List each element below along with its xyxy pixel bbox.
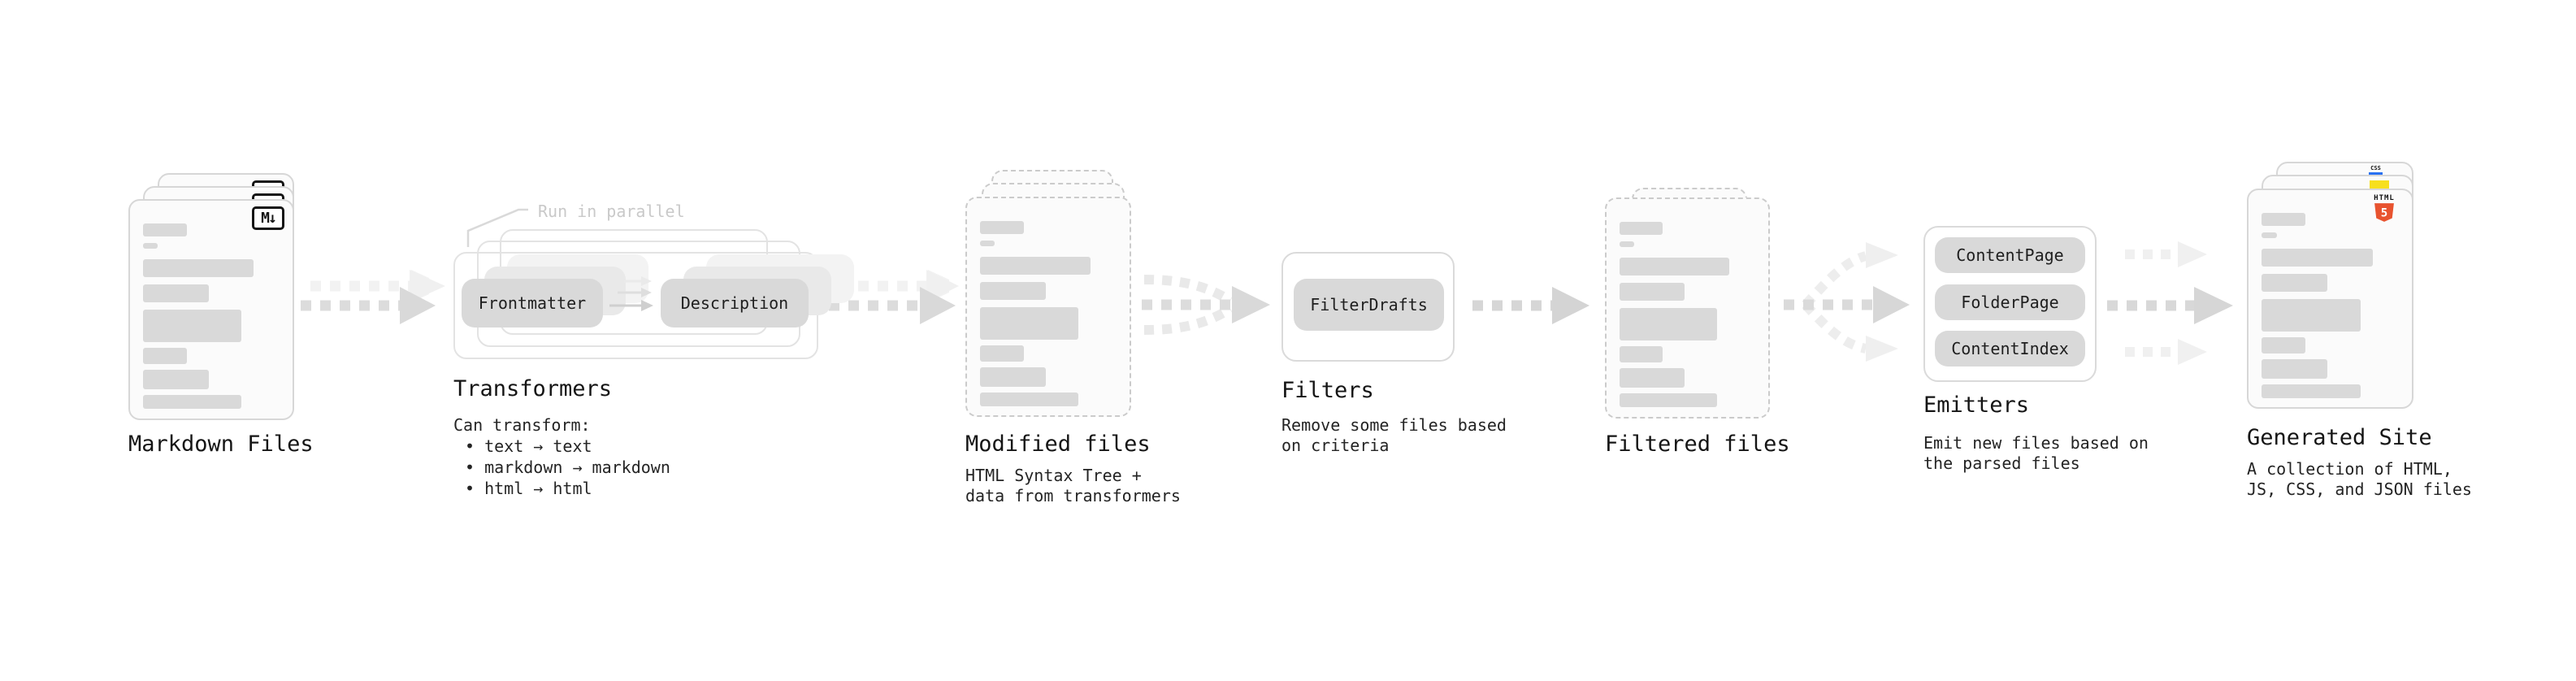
stage-label-emitters: Emitters xyxy=(1923,393,2030,418)
filters-desc-line-2: on criteria xyxy=(1281,436,1390,455)
modified-file-card xyxy=(965,197,1131,417)
flow-arrow-emitters-to-generated xyxy=(2107,241,2233,365)
stage-generated-site: CSS HTML 5 xyxy=(2247,162,2413,409)
node-contentindex: ContentIndex xyxy=(1935,331,2085,367)
transform-arrows xyxy=(609,276,653,311)
flow-arrow-transformers-to-modified xyxy=(829,270,959,324)
transformers-bullet-2: • markdown → markdown xyxy=(465,458,670,477)
generated-desc-line-1: A collection of HTML, xyxy=(2247,459,2452,479)
markdown-icon: M↓ xyxy=(252,206,284,230)
stage-label-filters: Filters xyxy=(1281,378,1374,403)
run-in-parallel-bracket xyxy=(466,208,528,247)
markdown-file-card: M↓ xyxy=(128,199,294,420)
transformers-bullet-3: • html → html xyxy=(465,479,592,498)
html5-icon: HTML 5 xyxy=(2368,194,2400,223)
stage-filtered-files xyxy=(1605,188,1770,419)
node-filterdrafts: FilterDrafts xyxy=(1294,279,1444,331)
stage-markdown-files: M↓ M↓ M↓ xyxy=(128,173,294,420)
flow-arrow-markdown-to-transformers xyxy=(301,270,445,324)
run-in-parallel-note: Run in parallel xyxy=(538,202,685,221)
stage-label-modified-files: Modified files xyxy=(965,432,1151,457)
node-description: Description xyxy=(661,279,809,327)
js-icon xyxy=(2370,180,2389,189)
stage-label-transformers: Transformers xyxy=(453,376,613,401)
node-contentpage: ContentPage xyxy=(1935,237,2085,273)
node-folderpage: FolderPage xyxy=(1935,284,2085,320)
flow-arrow-filters-to-filtered xyxy=(1472,287,1589,324)
stage-modified-files xyxy=(965,170,1131,417)
generated-desc-line-2: JS, CSS, and JSON files xyxy=(2247,479,2472,499)
css-icon: CSS xyxy=(2369,166,2383,175)
modified-desc-line-2: data from transformers xyxy=(965,486,1181,505)
node-frontmatter: Frontmatter xyxy=(462,279,603,327)
modified-desc-line-1: HTML Syntax Tree + xyxy=(965,466,1142,485)
flow-arrow-filtered-to-emitters xyxy=(1784,242,1910,362)
flow-arrow-modified-to-filters xyxy=(1142,275,1270,335)
document-text-placeholder xyxy=(143,223,280,409)
filtered-file-card xyxy=(1605,197,1770,419)
stage-label-markdown-files: Markdown Files xyxy=(128,432,314,457)
stage-label-filtered-files: Filtered files xyxy=(1605,432,1790,457)
filters-desc-line-1: Remove some files based xyxy=(1281,415,1507,435)
stage-label-generated-site: Generated Site xyxy=(2247,425,2432,450)
emitters-desc-line-1: Emit new files based on xyxy=(1923,433,2149,453)
document-text-placeholder xyxy=(1620,222,1755,407)
svg-text:5: 5 xyxy=(2381,206,2387,219)
generated-file-card-html: HTML 5 xyxy=(2247,189,2413,409)
transformers-bullet-1: • text → text xyxy=(465,436,592,456)
emitters-desc-line-2: the parsed files xyxy=(1923,453,2080,473)
transformers-desc-title: Can transform: xyxy=(453,415,591,435)
document-text-placeholder xyxy=(2262,213,2399,398)
document-text-placeholder xyxy=(980,221,1117,406)
